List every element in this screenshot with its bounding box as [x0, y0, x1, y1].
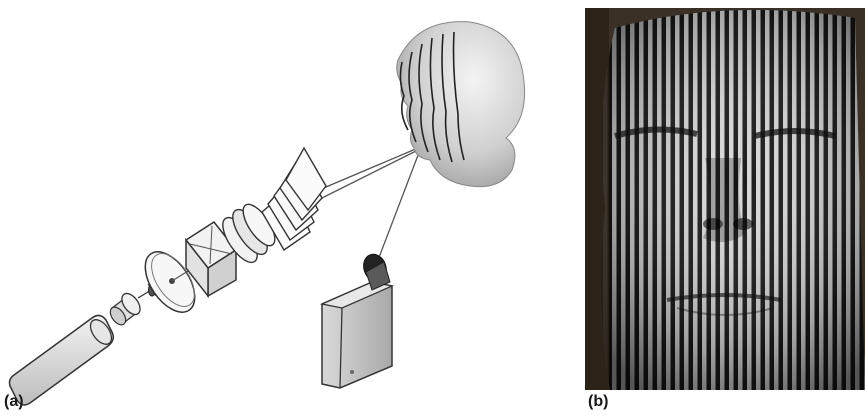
lens-icon — [107, 290, 143, 327]
panel-a-diagram — [0, 0, 570, 417]
laser-icon — [10, 315, 116, 404]
caption-b: (b) — [588, 393, 608, 411]
camera-icon — [322, 251, 392, 388]
caption-a: (a) — [4, 393, 24, 411]
panel-b-face-photo — [585, 8, 865, 390]
